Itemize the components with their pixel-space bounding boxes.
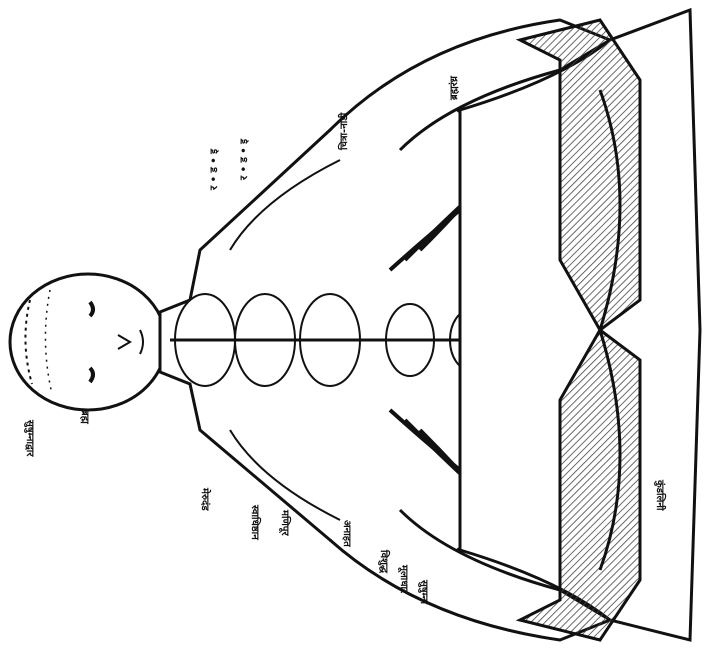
label-kundalini: कुंडलिनी	[654, 480, 668, 511]
label-sushumna: सुषुम्ना	[418, 580, 432, 604]
crossed-legs	[460, 10, 700, 640]
label-chitra-nadi: चित्रा-नाडी	[336, 113, 350, 150]
head	[10, 274, 166, 410]
label-sushumna-dvar: सुषुम्नाद्वार	[24, 420, 38, 456]
label-muladhara: मूलाधार	[398, 565, 412, 593]
label-anahata: अनाहत	[341, 520, 355, 547]
label-brahma: ब्रह्म	[79, 410, 93, 424]
label-brahmarandhra: ब्रह्मरंध्र	[446, 76, 460, 100]
label-vishuddha: विशुद्ध	[378, 550, 392, 573]
label-manipura: मणिपूर	[279, 510, 293, 536]
label-merudand: मेरुदंड	[199, 488, 213, 511]
label-nadi-2: र • ड • इ	[236, 139, 250, 180]
label-nadi-1: र • ड • इ	[206, 149, 220, 190]
label-svadhishthana: स्वाधिष्ठान	[249, 505, 263, 540]
